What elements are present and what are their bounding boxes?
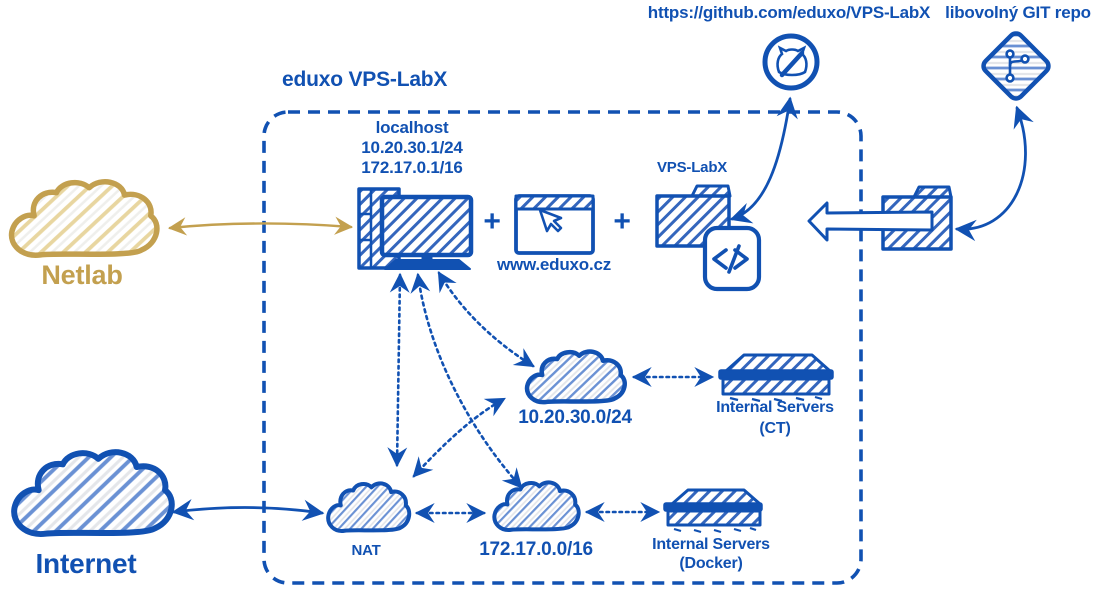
- clone-arrow: [807, 201, 934, 242]
- link-repo-github: [729, 96, 798, 224]
- plus-sign-1: +: [483, 205, 501, 238]
- repo-folder-icon: [655, 184, 732, 248]
- link-nat-subnet-ct: [412, 397, 506, 478]
- diagram-title: eduxo VPS-LabX: [282, 68, 448, 91]
- servers-ct-icon: [718, 353, 834, 403]
- connections-layer: [167, 96, 1034, 523]
- github-icon: [762, 33, 820, 91]
- netlab-label: Netlab: [41, 260, 123, 290]
- repo-folder-label: VPS-LabX: [657, 159, 728, 176]
- nat-label: NAT: [351, 542, 381, 559]
- git-repo-label: libovolný GIT repo: [945, 3, 1091, 22]
- github-url-label: https://github.com/eduxo/VPS-LabX: [647, 3, 931, 22]
- netlab-cloud: [12, 182, 157, 255]
- host-label: localhost: [375, 118, 449, 137]
- nat-cloud: [326, 481, 411, 533]
- browser-label: www.eduxo.cz: [496, 255, 612, 274]
- lab-boundary-box: [262, 110, 863, 585]
- host-ip-2: 172.17.0.1/16: [361, 158, 463, 177]
- link-internet-nat: [171, 499, 325, 521]
- link-netlab-host: [167, 216, 354, 236]
- link-folder-gitrepo: [954, 105, 1034, 242]
- host-ip-1: 10.20.30.1/24: [361, 138, 463, 157]
- internet-label: Internet: [35, 548, 137, 579]
- link-host-subnet-ct: [437, 271, 535, 368]
- host-server-icon: [357, 187, 474, 270]
- code-file-icon: [702, 225, 762, 292]
- servers-docker-label-line2: (Docker): [679, 555, 743, 572]
- cursor-icon: [538, 208, 563, 233]
- link-host-nat: [387, 272, 410, 468]
- servers-ct-label-line2: (CT): [759, 420, 791, 437]
- internet-cloud: [14, 452, 172, 534]
- plus-sign-2: +: [613, 205, 631, 238]
- subnet-docker-label: 172.17.0.0/16: [479, 539, 593, 560]
- servers-docker-label-line1: Internal Servers: [652, 536, 770, 553]
- git-repo-icon: [981, 31, 1051, 101]
- subnet-ct-label: 10.20.30.0/24: [518, 407, 632, 428]
- browser-icon: [514, 194, 595, 255]
- servers-docker-icon: [663, 488, 763, 534]
- subnet-ct-cloud: [525, 349, 627, 405]
- servers-ct-label-line1: Internal Servers: [716, 399, 834, 416]
- subnet-docker-cloud: [492, 480, 581, 532]
